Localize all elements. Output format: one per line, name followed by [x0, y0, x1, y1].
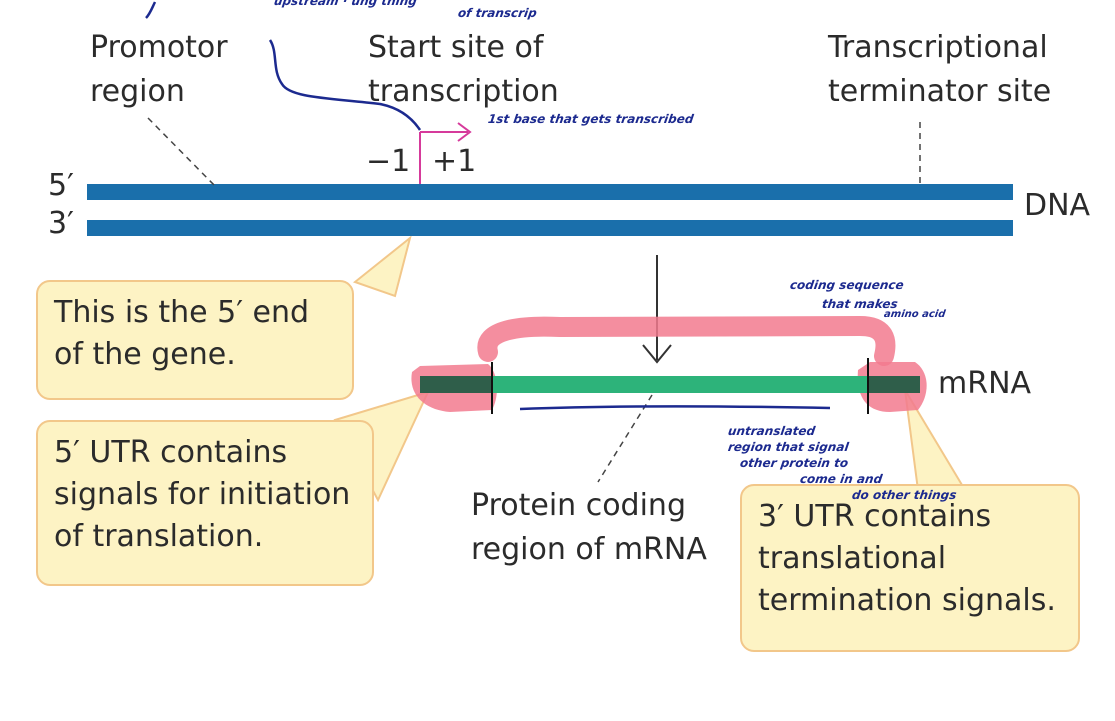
ink-connector-stroke — [268, 39, 422, 131]
callout-five-prime-end-line2: of the gene. — [54, 337, 236, 372]
callout-three-utr-line3: termination signals. — [758, 583, 1056, 618]
plus-one-label: +1 — [432, 144, 477, 179]
coding-label-line1: Protein coding — [471, 488, 686, 523]
callout-five-utr-line1: 5′ UTR contains — [54, 435, 288, 470]
promotor-leader-line — [147, 117, 216, 187]
start-site-arrowhead — [457, 122, 472, 142]
callout-five-utr-line3: of translation. — [54, 519, 264, 554]
callout-five-prime-end-line1: This is the 5′ end — [54, 295, 310, 330]
coding-sequence-highlight-bracket — [477, 316, 896, 366]
hand-note-coding-3: amino acid — [883, 309, 947, 320]
promotor-label-line1: Promotor — [90, 30, 228, 65]
mrna-five-utr — [420, 376, 492, 393]
dna-strand-bottom — [87, 220, 1013, 236]
coding-label-line2: region of mRNA — [471, 532, 707, 567]
callout-three-utr-line1: 3′ UTR contains — [758, 499, 992, 534]
start-label-line2: transcription — [368, 74, 559, 109]
hand-note-utr-2: region that signal — [727, 440, 850, 454]
ink-underline-coding — [519, 405, 831, 411]
terminator-label-line2: terminator site — [828, 74, 1052, 109]
hand-note-utr-1: untranslated — [727, 424, 817, 438]
hand-note-coding-1: coding sequence — [789, 278, 905, 292]
start-site-label: Start site of transcription — [368, 26, 559, 114]
callout-five-utr: 5′ UTR contains signals for initiation o… — [36, 420, 374, 586]
transcription-arrowhead — [642, 344, 672, 364]
hand-note-utr-5: do other things — [851, 488, 958, 502]
mrna-three-utr — [868, 376, 920, 393]
terminator-site-label: Transcriptional terminator site — [828, 26, 1051, 114]
ink-tick-stroke — [145, 1, 157, 19]
mrna-coding-region — [420, 376, 920, 393]
mrna-label: mRNA — [938, 366, 1032, 401]
three-prime-label: 3′ — [48, 206, 74, 241]
promotor-label-line2: region — [90, 74, 185, 109]
hand-note-top-2: of transcrip — [457, 6, 538, 20]
callout-three-utr-line2: translational — [758, 541, 947, 576]
callout-five-utr-line2: signals for initiation — [54, 477, 351, 512]
hand-note-utr-4: come in and — [799, 472, 884, 486]
dna-strand-top — [87, 184, 1013, 200]
promotor-region-label: Promotor region — [90, 26, 228, 114]
protein-coding-label: Protein coding region of mRNA — [471, 484, 707, 572]
callout-five-prime-end: This is the 5′ end of the gene. — [36, 280, 354, 400]
callout-tail-five-prime-end — [352, 235, 412, 298]
hand-note-top-1: upstream · ung thing — [273, 0, 418, 8]
minus-one-label: −1 — [366, 144, 411, 179]
terminator-label-line1: Transcriptional — [828, 30, 1048, 65]
coding-leader-line — [597, 394, 653, 483]
five-prime-label: 5′ — [48, 168, 74, 203]
start-label-line1: Start site of — [368, 30, 544, 65]
hand-note-first-base: 1st base that gets transcribed — [487, 112, 695, 126]
dna-label: DNA — [1024, 188, 1091, 223]
hand-note-utr-3: other protein to — [739, 456, 850, 470]
callout-three-utr: 3′ UTR contains translational terminatio… — [740, 484, 1080, 652]
